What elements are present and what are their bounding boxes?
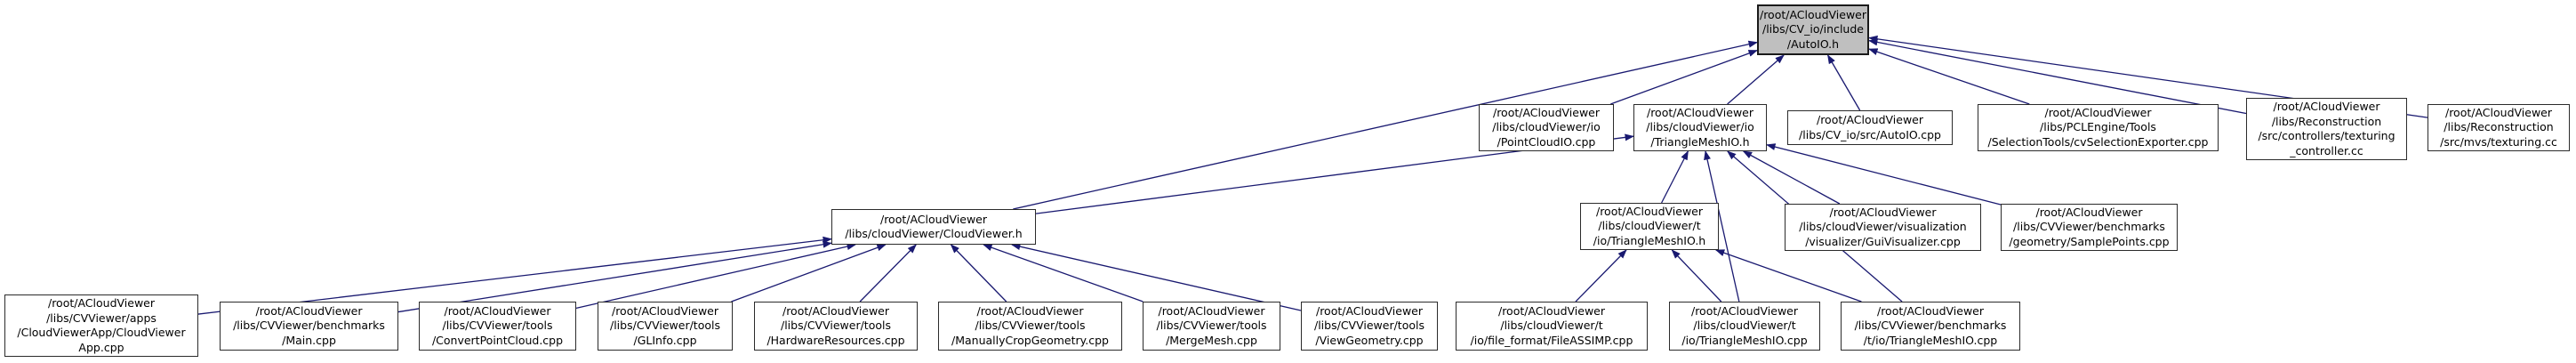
include-edge-viewgeometry_cpp--cloudviewer_h (1010, 243, 1302, 311)
include-edge-main_cpp--cloudviewer_h (397, 240, 832, 313)
include-edge-cvselectionexporter_cpp--autoio_h (1868, 48, 2030, 105)
include-edge-cloudviewer_h--autoio_h (1013, 40, 1758, 210)
graph-node-autoio_cpp[interactable]: /root/ACloudViewer /libs/CV_io/src/AutoI… (1787, 110, 1953, 145)
include-edge-bench_t_io_trianglemeshio_cpp--t_io_trianglemeshio_h (1714, 249, 1862, 302)
graph-node-t_io_trianglemeshio_h[interactable]: /root/ACloudViewer /libs/cloudViewer/t /… (1580, 203, 1719, 250)
include-edge-t_io_trianglemeshio_cpp--t_io_trianglemeshio_h (1671, 249, 1722, 302)
graph-node-manuallycropgeometry_cpp[interactable]: /root/ACloudViewer /libs/CVViewer/tools … (938, 302, 1122, 351)
graph-node-glinfo_cpp[interactable]: /root/ACloudViewer /libs/CVViewer/tools … (598, 302, 733, 351)
include-edge-autoio_cpp--autoio_h (1827, 54, 1861, 111)
graph-node-guivisualizer_cpp[interactable]: /root/ACloudViewer /libs/cloudViewer/vis… (1785, 204, 1981, 251)
graph-node-io_trianglemeshio_h[interactable]: /root/ACloudViewer /libs/cloudViewer/io … (1633, 104, 1767, 151)
graph-node-viewgeometry_cpp[interactable]: /root/ACloudViewer /libs/CVViewer/tools … (1301, 302, 1438, 351)
graph-node-hardwareresources_cpp[interactable]: /root/ACloudViewer /libs/CVViewer/tools … (754, 302, 918, 351)
include-edge-manuallycropgeometry_cpp--cloudviewer_h (950, 244, 1007, 302)
graph-node-cloudviewerapp_cpp[interactable]: /root/ACloudViewer /libs/CVViewer/apps /… (4, 294, 198, 357)
include-edge-glinfo_cpp--cloudviewer_h (731, 244, 887, 302)
include-edge-t_io_trianglemeshio_cpp--io_trianglemeshio_h (1704, 150, 1740, 302)
graph-node-mergemesh_cpp[interactable]: /root/ACloudViewer /libs/CVViewer/tools … (1143, 302, 1280, 351)
include-edge-convertpointcloud_cpp--cloudviewer_h (575, 243, 856, 310)
include-edge-mergemesh_cpp--cloudviewer_h (983, 244, 1144, 302)
graph-node-cvselectionexporter_cpp[interactable]: /root/ACloudViewer /libs/PCLEngine/Tools… (1978, 104, 2219, 151)
include-edge-pointcloudio_cpp--autoio_h (1610, 49, 1758, 105)
graph-node-t_io_trianglemeshio_cpp[interactable]: /root/ACloudViewer /libs/cloudViewer/t /… (1669, 302, 1820, 351)
graph-node-texturing_controller_cc[interactable]: /root/ACloudViewer /libs/Reconstruction … (2246, 98, 2407, 160)
graph-node-texturing_cc[interactable]: /root/ACloudViewer /libs/Reconstruction … (2428, 104, 2570, 151)
graph-node-main_cpp[interactable]: /root/ACloudViewer /libs/CVViewer/benchm… (220, 302, 398, 351)
graph-node-bench_t_io_trianglemeshio_cpp[interactable]: /root/ACloudViewer /libs/CVViewer/benchm… (1841, 302, 2020, 351)
graph-node-autoio_h: /root/ACloudViewer /libs/CV_io/include /… (1757, 4, 1869, 55)
graph-node-fileassimp_cpp[interactable]: /root/ACloudViewer /libs/cloudViewer/t /… (1456, 302, 1648, 351)
graph-node-cloudviewer_h[interactable]: /root/ACloudViewer /libs/cloudViewer/Clo… (831, 209, 1036, 245)
graph-node-samplepoints_cpp[interactable]: /root/ACloudViewer /libs/CVViewer/benchm… (2001, 204, 2178, 251)
include-edge-hardwareresources_cpp--cloudviewer_h (859, 244, 917, 302)
include-edge-texturing_controller_cc--autoio_h (1868, 38, 2247, 115)
include-edge-t_io_trianglemeshio_h--io_trianglemeshio_h (1661, 150, 1689, 204)
graph-node-pointcloudio_cpp[interactable]: /root/ACloudViewer /libs/cloudViewer/io … (1479, 104, 1614, 151)
include-edge-guivisualizer_cpp--io_trianglemeshio_h (1742, 150, 1841, 205)
include-edge-samplepoints_cpp--io_trianglemeshio_h (1766, 143, 2002, 206)
include-edge-io_trianglemeshio_h--autoio_h (1727, 54, 1785, 105)
include-edge-fileassimp_cpp--t_io_trianglemeshio_h (1575, 249, 1627, 302)
graph-node-convertpointcloud_cpp[interactable]: /root/ACloudViewer /libs/CVViewer/tools … (419, 302, 576, 351)
